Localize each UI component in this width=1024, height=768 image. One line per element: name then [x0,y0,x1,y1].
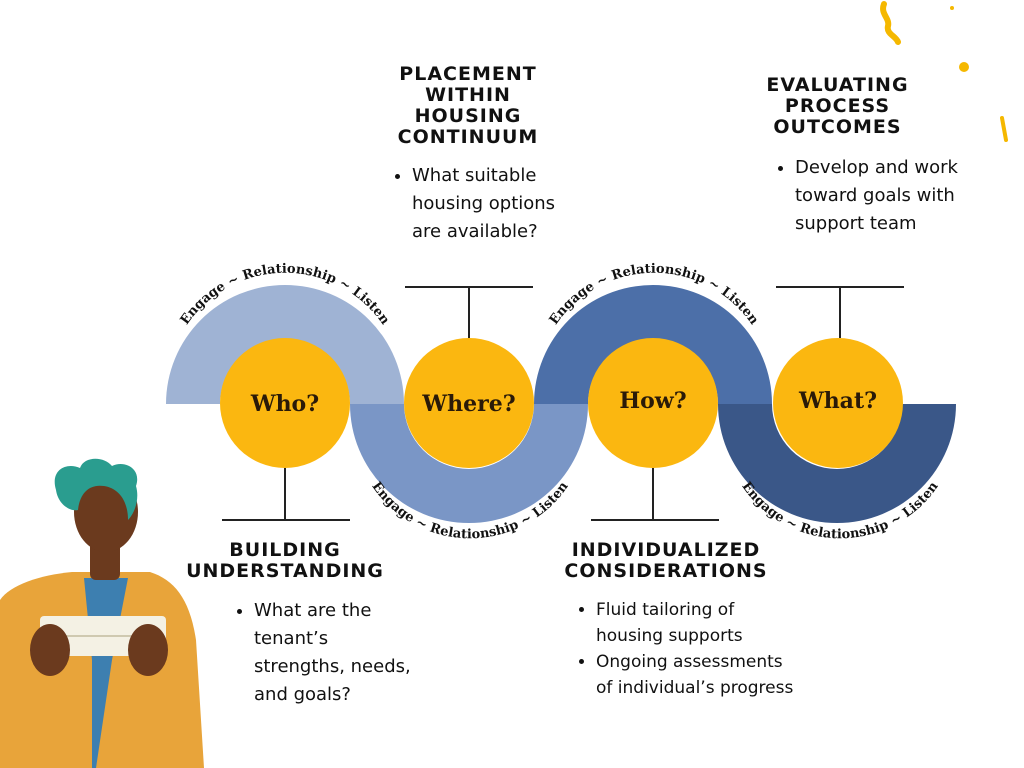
band-who [166,285,404,404]
accent-dot-small-icon [950,6,954,10]
band-where [350,404,588,523]
person-left-hand [30,624,70,676]
accent-dot-icon [959,62,969,72]
heading-building: BUILDING UNDERSTANDING [186,539,384,582]
bullet-individualized-1: Fluid tailoring of housing supports [596,597,796,649]
node-who [220,338,350,468]
bullets-building: What are the tenant’s strengths, needs, … [232,597,414,709]
bullets-evaluating: Develop and work toward goals with suppo… [773,154,965,238]
band-how [534,285,772,404]
heading-evaluating: EVALUATING PROCESS OUTCOMES [766,74,909,138]
person-right-hand [128,624,168,676]
accent-dash-icon [1000,116,1008,142]
node-what [773,338,903,468]
person-hair [54,458,138,520]
heading-individualized: INDIVIDUALIZED CONSIDERATIONS [564,539,768,582]
node-how-label: How? [619,388,686,414]
node-where-label: Where? [421,391,515,417]
node-where [404,338,534,468]
heading-placement: PLACEMENT WITHIN HOUSING CONTINUUM [397,63,539,148]
node-what-label: What? [798,388,877,414]
decorative-accents [880,1,1008,142]
node-how [588,338,718,468]
connectors [222,286,904,521]
bullet-building-1: What are the tenant’s strengths, needs, … [254,597,414,709]
bullet-evaluating-1: Develop and work toward goals with suppo… [795,154,965,238]
bullet-individualized-2: Ongoing assessments of individual’s prog… [596,649,796,701]
accent-squiggle-icon [880,1,901,45]
bullets-individualized: Fluid tailoring of housing supports Ongo… [574,597,796,701]
bullets-placement: What suitable housing options are availa… [390,162,582,246]
person-illustration [0,458,204,768]
band-what [718,404,956,523]
bullet-placement-1: What suitable housing options are availa… [412,162,582,246]
node-who-label: Who? [250,391,319,417]
